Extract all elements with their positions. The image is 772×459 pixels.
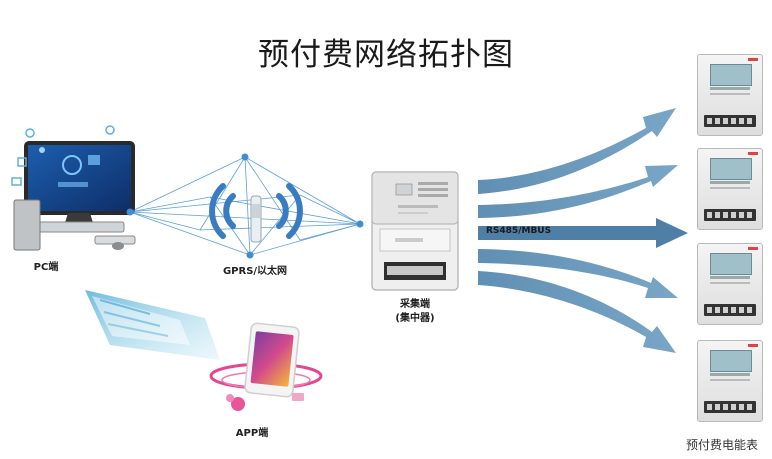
diagram-title: 预付费网络拓扑图 bbox=[258, 37, 514, 73]
network-nodes bbox=[126, 153, 364, 259]
bus-label: RS485/MBUS bbox=[486, 226, 552, 236]
prepaid-meter-4 bbox=[697, 340, 763, 422]
prepaid-meter-3 bbox=[697, 243, 763, 325]
prepaid-meter-2 bbox=[697, 148, 763, 230]
meters-label: 预付费电能表 bbox=[685, 438, 758, 452]
network-label: GPRS/以太网 bbox=[222, 266, 288, 277]
distribution-arrows bbox=[478, 108, 688, 353]
wifi-antenna-icon bbox=[209, 183, 303, 243]
pc-label: PC端 bbox=[33, 262, 59, 273]
concentrator-device-icon bbox=[371, 171, 459, 291]
collector-label: 采集端 bbox=[400, 299, 430, 310]
network-mesh-lines bbox=[129, 156, 361, 256]
pc-computer-icon bbox=[11, 125, 136, 251]
app-label: APP端 bbox=[235, 428, 269, 439]
app-link-arrow bbox=[85, 290, 220, 360]
collector-sublabel: (集中器) bbox=[395, 313, 435, 324]
smartphone-icon bbox=[209, 322, 323, 411]
prepaid-meter-1 bbox=[697, 54, 763, 136]
